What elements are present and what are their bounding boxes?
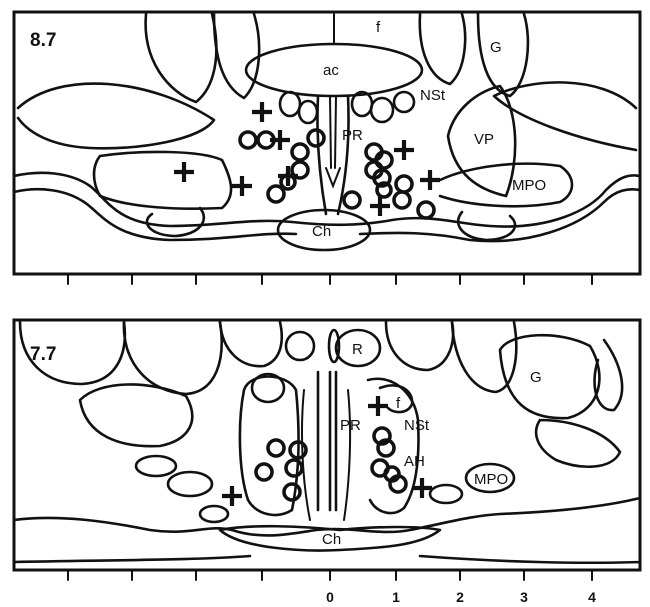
plus-marker (370, 196, 390, 216)
scale-label-3: 3 (520, 589, 528, 605)
right-G-structure (478, 14, 528, 96)
label-NSt: NSt (420, 87, 446, 104)
plus-marker (394, 140, 414, 160)
small-nucleus (430, 485, 462, 503)
right-MPO-structure (440, 164, 572, 207)
midline-wall (318, 372, 336, 510)
label-Ch: Ch (312, 223, 331, 240)
scale-label-0: 0 (326, 589, 334, 605)
circle-marker (396, 176, 412, 192)
right-G-structure (500, 335, 599, 418)
label-f: f (396, 395, 401, 412)
small-nucleus (329, 330, 339, 362)
midline-wall-left (317, 96, 326, 214)
label-AH: AH (404, 453, 425, 470)
plus-marker (222, 486, 242, 506)
panel-top-level: 8.7 (30, 30, 56, 51)
panel-bottom: 7.7 R G f PR NSt AH MPO Ch (14, 320, 640, 570)
small-nucleus (168, 472, 212, 496)
small-nucleus (252, 374, 284, 402)
label-PR: PR (342, 127, 363, 144)
left-loop-contour (147, 208, 204, 236)
midline-wall-outer (302, 390, 350, 520)
small-nucleus (280, 92, 300, 116)
small-nucleus (299, 101, 317, 123)
right-dorsal-lobe (386, 322, 453, 370)
circle-marker (418, 202, 434, 218)
label-MPO: MPO (512, 177, 546, 194)
small-nucleus (394, 92, 414, 112)
label-G: G (530, 369, 542, 386)
scale-bar-bottom: 0 1 2 3 4 (14, 570, 640, 605)
small-nucleus (136, 456, 176, 476)
circle-marker (308, 130, 324, 146)
small-nucleus (286, 332, 314, 360)
left-dorsal-lobe-2 (124, 322, 222, 394)
circle-marker (284, 484, 300, 500)
scale-label-4: 4 (588, 589, 596, 605)
label-VP: VP (474, 131, 494, 148)
circle-marker (344, 192, 360, 208)
circle-marker (394, 192, 410, 208)
label-f: f (376, 19, 381, 36)
panel-top: 8.7 f ac G NSt PR VP MPO Ch (14, 12, 640, 274)
left-upper-lobe (146, 14, 217, 102)
plus-marker (368, 396, 388, 416)
label-Ch: Ch (322, 531, 341, 548)
circle-marker (292, 144, 308, 160)
plus-marker (232, 176, 252, 196)
circle-marker (268, 186, 284, 202)
label-PR: PR (340, 417, 361, 434)
plus-marker (174, 162, 194, 182)
right-lower-lobe (536, 420, 620, 467)
midline-ventricle (326, 96, 340, 186)
label-R: R (352, 341, 363, 358)
left-cortex-block (214, 14, 259, 98)
ventral-bottom-contour (14, 556, 640, 563)
circle-marker (256, 464, 272, 480)
label-NSt: NSt (404, 417, 430, 434)
plus-marker (270, 130, 290, 150)
left-dorsal-lobe-3 (220, 322, 282, 366)
plus-marker (252, 102, 272, 122)
circle-marker (240, 132, 256, 148)
left-wing-structure (18, 84, 214, 149)
left-inner-structure (94, 152, 231, 209)
circle-marker (286, 460, 302, 476)
circle-marker (268, 440, 284, 456)
small-nucleus (200, 506, 228, 522)
scale-label-2: 2 (456, 589, 464, 605)
small-nucleus (371, 98, 393, 122)
label-G: G (490, 39, 502, 56)
scale-label-1: 1 (392, 589, 400, 605)
panel-bottom-level: 7.7 (30, 344, 56, 365)
label-ac: ac (323, 62, 339, 79)
plus-marker (420, 170, 440, 190)
right-upper-structure (420, 14, 465, 84)
label-MPO: MPO (474, 471, 508, 488)
